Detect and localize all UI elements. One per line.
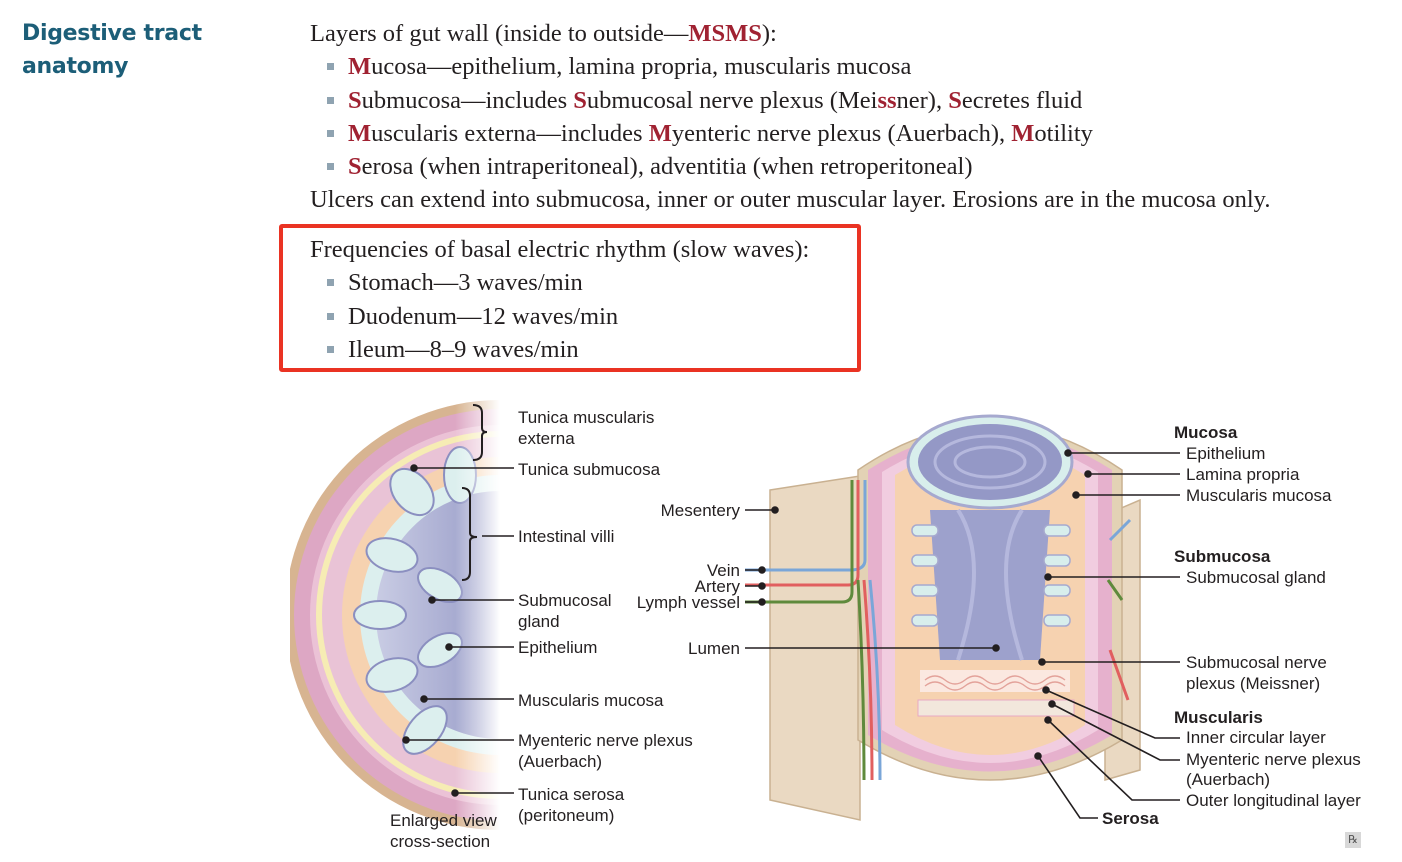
- layer-bullet-mucosa: Mucosa—epithelium, lamina propria, muscu…: [310, 50, 1270, 83]
- mnemonic-letter: S: [348, 153, 362, 181]
- bullet-text: ner),: [896, 86, 949, 114]
- label-meissner-2: plexus (Meissner): [1186, 674, 1320, 693]
- bullet-text: ubmucosal nerve plexus (Mei: [586, 86, 878, 114]
- label-muscularis-mucosa-right: Muscularis mucosa: [1186, 486, 1332, 505]
- bullet-text: ecretes fluid: [961, 86, 1083, 114]
- label-tunica-serosa-2: (peritoneum): [518, 806, 614, 825]
- mnemonic-letter: M: [348, 119, 372, 147]
- label-submucosal-gland-2: gland: [518, 612, 560, 631]
- highlight-box: [279, 224, 861, 372]
- label-muscularis-mucosa-left: Muscularis mucosa: [518, 691, 664, 710]
- layers-intro: Layers of gut wall (inside to outside—MS…: [310, 20, 777, 47]
- label-inner-circular: Inner circular layer: [1186, 728, 1326, 747]
- section-title: Digestive tract anatomy: [22, 17, 252, 83]
- caption-enlarged-view-1: Enlarged view: [390, 811, 498, 830]
- label-lymph-vessel: Lymph vessel: [637, 593, 740, 612]
- caption-enlarged-view-2: cross-section: [390, 832, 490, 851]
- slow-wave-block: Frequencies of basal electric rhythm (sl…: [310, 233, 809, 366]
- label-tunica-muscularis-1: Tunica muscularis: [518, 408, 654, 427]
- label-submucosal-gland-1: Submucosal: [518, 591, 612, 610]
- frequencies-intro: Frequencies of basal electric rhythm (sl…: [310, 236, 810, 263]
- label-outer-longitudinal: Outer longitudinal layer: [1186, 791, 1361, 810]
- section-title-line-1: Digestive tract: [22, 21, 202, 46]
- bullet-text: uscularis externa—includes: [371, 119, 649, 147]
- label-mesentery: Mesentery: [661, 501, 741, 520]
- label-muscularis-header: Muscularis: [1174, 708, 1263, 727]
- label-lumen: Lumen: [688, 639, 740, 658]
- label-myenteric-right-1: Myenteric nerve plexus: [1186, 750, 1361, 769]
- bullet-text: otility: [1034, 119, 1093, 147]
- frequency-stomach: Stomach—3 waves/min: [310, 266, 809, 299]
- mnemonic-letter: M: [1011, 119, 1035, 147]
- layer-bullet-submucosa: Submucosa—includes Submucosal nerve plex…: [310, 84, 1270, 117]
- frequency-duodenum: Duodenum—12 waves/min: [310, 300, 809, 333]
- mnemonic-letter: S: [948, 86, 962, 114]
- label-meissner-1: Submucosal nerve: [1186, 653, 1327, 672]
- frequency-ileum: Ileum—8–9 waves/min: [310, 333, 809, 366]
- section-title-line-2: anatomy: [22, 54, 129, 79]
- cross-section-diagram: Tunica muscularis externa Tunica submuco…: [290, 395, 693, 851]
- bullet-text: ubmucosa—includes: [361, 86, 574, 114]
- label-submucosal-gland-right: Submucosal gland: [1186, 568, 1326, 587]
- label-mucosa-header: Mucosa: [1174, 423, 1238, 442]
- label-myenteric-left-2: (Auerbach): [518, 752, 602, 771]
- ulcer-note: Ulcers can extend into submucosa, inner …: [310, 186, 1271, 214]
- label-myenteric-left-1: Myenteric nerve plexus: [518, 731, 693, 750]
- label-intestinal-villi: Intestinal villi: [518, 527, 614, 546]
- label-tunica-submucosa: Tunica submucosa: [518, 460, 661, 479]
- mnemonic-letter: M: [348, 53, 372, 81]
- mnemonic-letter: ss: [877, 86, 897, 114]
- label-artery: Artery: [695, 577, 741, 596]
- label-tunica-serosa-1: Tunica serosa: [518, 785, 625, 804]
- label-epithelium-right: Epithelium: [1186, 444, 1265, 463]
- label-epithelium-left: Epithelium: [518, 638, 597, 657]
- bullet-text: erosa (when intraperitoneal), adventitia…: [361, 153, 973, 181]
- mnemonic-letter: S: [573, 86, 587, 114]
- label-lamina-propria: Lamina propria: [1186, 465, 1300, 484]
- tube-diagram: Mesentery Vein Artery Lymph vessel Lumen…: [637, 414, 1361, 828]
- mnemonic-letter: S: [348, 86, 362, 114]
- gut-wall-layers-block: Layers of gut wall (inside to outside—MS…: [310, 17, 1270, 217]
- label-tunica-muscularis-2: externa: [518, 429, 575, 448]
- layer-bullet-muscularis: Muscularis externa—includes Myenteric ne…: [310, 117, 1270, 150]
- mnemonic-letter: M: [648, 119, 672, 147]
- msms-mnemonic: MSMS: [688, 20, 762, 47]
- label-submucosa-header: Submucosa: [1174, 547, 1271, 566]
- label-myenteric-right-2: (Auerbach): [1186, 770, 1270, 789]
- label-serosa: Serosa: [1102, 809, 1159, 828]
- layer-bullet-serosa: Serosa (when intraperitoneal), adventiti…: [310, 150, 1270, 183]
- rx-badge-icon: ℞: [1345, 832, 1361, 848]
- bullet-text: yenteric nerve plexus (Auerbach),: [671, 119, 1012, 147]
- label-vein: Vein: [707, 561, 740, 580]
- bullet-text: ucosa—epithelium, lamina propria, muscul…: [371, 53, 912, 81]
